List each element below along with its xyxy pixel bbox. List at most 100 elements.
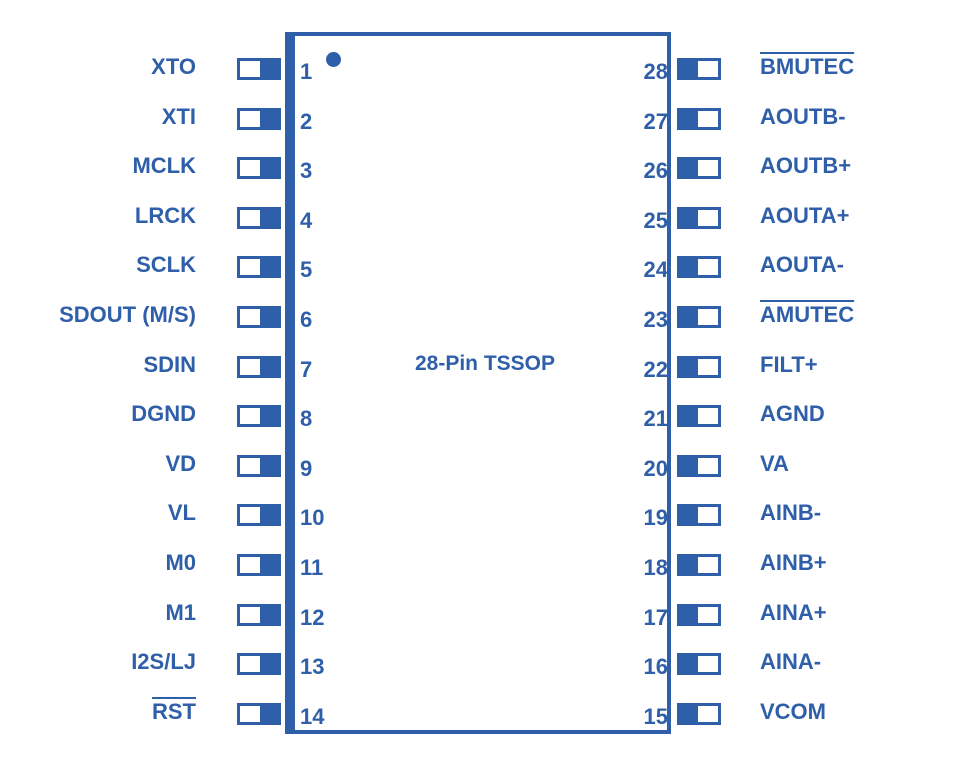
pin-name: AINA- [760, 649, 822, 674]
pin-name: AOUTA- [760, 252, 844, 277]
pin-name: M0 [165, 550, 196, 575]
pin-pad-24 [677, 256, 721, 278]
pin-number: 1 [300, 59, 313, 84]
pin-number: 4 [300, 208, 313, 233]
chip-body [285, 32, 671, 734]
pin-pad-fill [260, 160, 278, 176]
pin-name: MCLK [132, 153, 196, 178]
pin-name: AINB- [760, 500, 822, 525]
pin-number: 14 [300, 704, 325, 729]
pin-name: I2S/LJ [131, 649, 196, 674]
pin-pad-fill [680, 706, 698, 722]
pin1-marker-icon [326, 52, 341, 67]
pin-name: SCLK [136, 252, 196, 277]
pin-name: M1 [165, 600, 196, 625]
pin-number: 28 [643, 59, 668, 84]
chip-package-label: 28-Pin TSSOP [414, 352, 556, 375]
pin-pad-4 [237, 207, 281, 229]
pin-pad-fill [260, 111, 278, 127]
pin-pad-6 [237, 306, 281, 328]
pin-pad-25 [677, 207, 721, 229]
pin-name: AOUTB- [760, 104, 846, 129]
pin-pad-26 [677, 157, 721, 179]
pin-name: AINA+ [760, 600, 827, 625]
pin-pad-fill [680, 111, 698, 127]
pin-number: 17 [643, 605, 668, 630]
pin-pad-fill [260, 408, 278, 424]
pin-name: VD [165, 451, 196, 476]
pin-pad-7 [237, 356, 281, 378]
pin-pad-fill [680, 160, 698, 176]
pin-number: 18 [643, 555, 668, 580]
pin-number: 26 [643, 158, 668, 183]
pin-pad-fill [680, 607, 698, 623]
pin-number: 20 [643, 456, 668, 481]
pin-pad-2 [237, 108, 281, 130]
pin-pad-fill [260, 309, 278, 325]
pin-number: 2 [300, 109, 313, 134]
pin-pad-fill [260, 359, 278, 375]
pin-name: XTO [151, 54, 196, 79]
pin-name: AGND [760, 401, 825, 426]
pin-pad-fill [680, 259, 698, 275]
pin-pad-19 [677, 504, 721, 526]
pin-number: 10 [300, 505, 325, 530]
pin-pad-27 [677, 108, 721, 130]
pin-name: FILT+ [760, 352, 818, 377]
pin-pad-21 [677, 405, 721, 427]
pin-pad-fill [680, 61, 698, 77]
pin-pad-18 [677, 554, 721, 576]
pin-pad-14 [237, 703, 281, 725]
pin-number: 8 [300, 406, 313, 431]
pin-number: 21 [643, 406, 668, 431]
pin-pad-17 [677, 604, 721, 626]
pin-pad-fill [260, 706, 278, 722]
pin-pad-10 [237, 504, 281, 526]
pin-name: SDIN [143, 352, 196, 377]
pin-number: 25 [643, 208, 668, 233]
pin-pad-fill [680, 557, 698, 573]
pin-number: 11 [300, 555, 324, 580]
pin-pad-fill [680, 408, 698, 424]
pin-number: 9 [300, 456, 313, 481]
pin-pad-8 [237, 405, 281, 427]
pin-pad-1 [237, 58, 281, 80]
pin-number: 19 [643, 505, 668, 530]
pin-name: AOUTA+ [760, 203, 850, 228]
pin-number: 6 [300, 307, 313, 332]
pin-number: 27 [643, 109, 668, 134]
pin-pad-fill [260, 61, 278, 77]
pin-pad-fill [680, 507, 698, 523]
pin-pad-fill [680, 656, 698, 672]
chip-edge-bar [285, 32, 295, 734]
pin-name: RST [152, 699, 196, 724]
pin-pad-5 [237, 256, 281, 278]
pin-name: AINB+ [760, 550, 827, 575]
pin-pad-fill [680, 309, 698, 325]
pin-name: VA [760, 451, 789, 476]
pin-name: BMUTEC [760, 54, 855, 79]
pin-name: VCOM [760, 699, 826, 724]
pin-number: 12 [300, 605, 325, 630]
pin-name: DGND [131, 401, 196, 426]
pin-name: XTI [161, 104, 196, 129]
pin-number: 13 [300, 654, 325, 679]
pin-pad-fill [260, 507, 278, 523]
pin-pad-11 [237, 554, 281, 576]
pin-pad-20 [677, 455, 721, 477]
pin-pad-23 [677, 306, 721, 328]
pin-pad-fill [260, 557, 278, 573]
pin-pad-28 [677, 58, 721, 80]
pin-pad-16 [677, 653, 721, 675]
pin-pad-3 [237, 157, 281, 179]
pin-number: 22 [643, 357, 668, 382]
pin-number: 5 [300, 257, 313, 282]
pin-pad-22 [677, 356, 721, 378]
pin-number: 23 [643, 307, 668, 332]
pin-pad-fill [260, 607, 278, 623]
pin-number: 16 [643, 654, 668, 679]
pin-pad-fill [260, 259, 278, 275]
pin-pad-15 [677, 703, 721, 725]
pin-pad-fill [680, 210, 698, 226]
